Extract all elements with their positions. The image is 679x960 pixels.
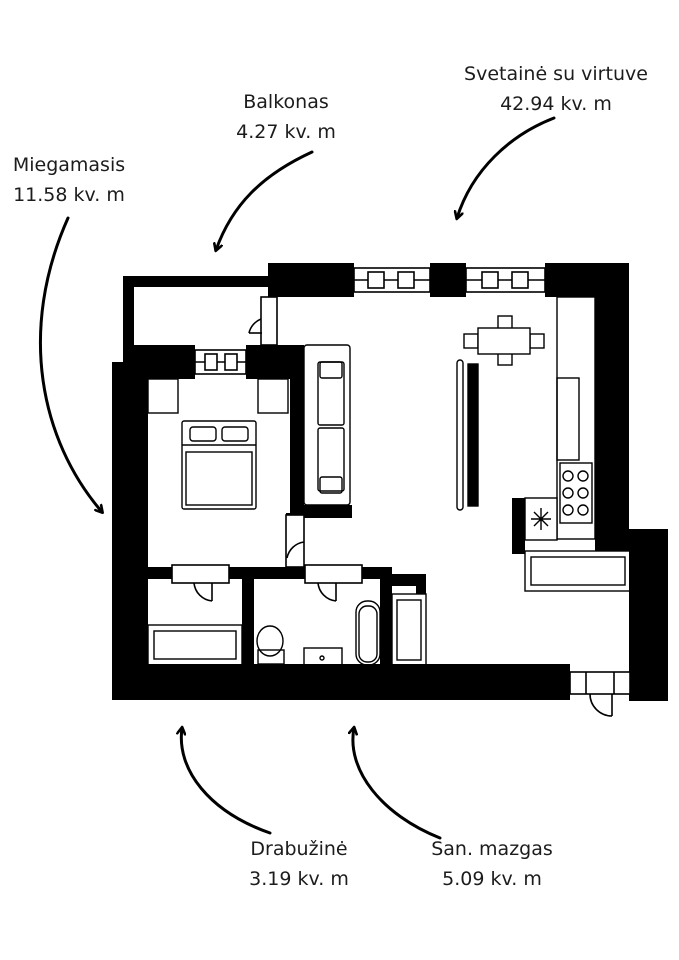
room-divider bbox=[456, 359, 479, 511]
arrows bbox=[38, 116, 556, 840]
arrow-balkonas bbox=[216, 150, 314, 250]
sofa bbox=[303, 344, 351, 506]
arrow-svetaine bbox=[457, 116, 556, 218]
room-area: 4.27 kv. m bbox=[236, 121, 336, 143]
bathtub bbox=[355, 600, 381, 666]
room-name: Miegamasis bbox=[12, 154, 126, 176]
walls bbox=[112, 263, 668, 701]
closet-storage bbox=[147, 624, 243, 666]
room-name: Balkonas bbox=[243, 91, 329, 113]
entrance-cabinet bbox=[524, 550, 632, 592]
label-sanmazgas: San. mazgas 5.09 kv. m bbox=[414, 834, 570, 894]
room-area: 3.19 kv. m bbox=[249, 868, 349, 890]
kitchen bbox=[524, 296, 596, 541]
shower bbox=[391, 593, 427, 666]
label-drabuzine: Drabužinė 3.19 kv. m bbox=[230, 834, 368, 894]
label-miegamasis: Miegamasis 11.58 kv. m bbox=[2, 150, 136, 210]
nightstand-right bbox=[257, 378, 289, 414]
room-name: San. mazgas bbox=[431, 838, 553, 860]
furniture bbox=[147, 296, 632, 666]
sink bbox=[303, 647, 343, 666]
arrow-sanmazgas bbox=[353, 728, 442, 840]
label-balkonas: Balkonas 4.27 kv. m bbox=[214, 87, 358, 147]
doors bbox=[171, 296, 631, 717]
windows bbox=[194, 267, 546, 375]
dining-table bbox=[463, 315, 545, 366]
room-name: Drabužinė bbox=[250, 838, 348, 860]
arrow-drabuzine bbox=[181, 728, 272, 835]
room-area: 42.94 kv. m bbox=[500, 93, 612, 115]
label-svetaine: Svetainė su virtuve 42.94 kv. m bbox=[446, 59, 666, 119]
room-area: 11.58 kv. m bbox=[13, 184, 125, 206]
nightstand-left bbox=[147, 378, 179, 414]
arrow-miegamasis bbox=[38, 216, 102, 512]
room-name: Svetainė su virtuve bbox=[464, 63, 648, 85]
toilet bbox=[256, 625, 285, 665]
room-area: 5.09 kv. m bbox=[442, 868, 542, 890]
bed bbox=[181, 420, 257, 510]
